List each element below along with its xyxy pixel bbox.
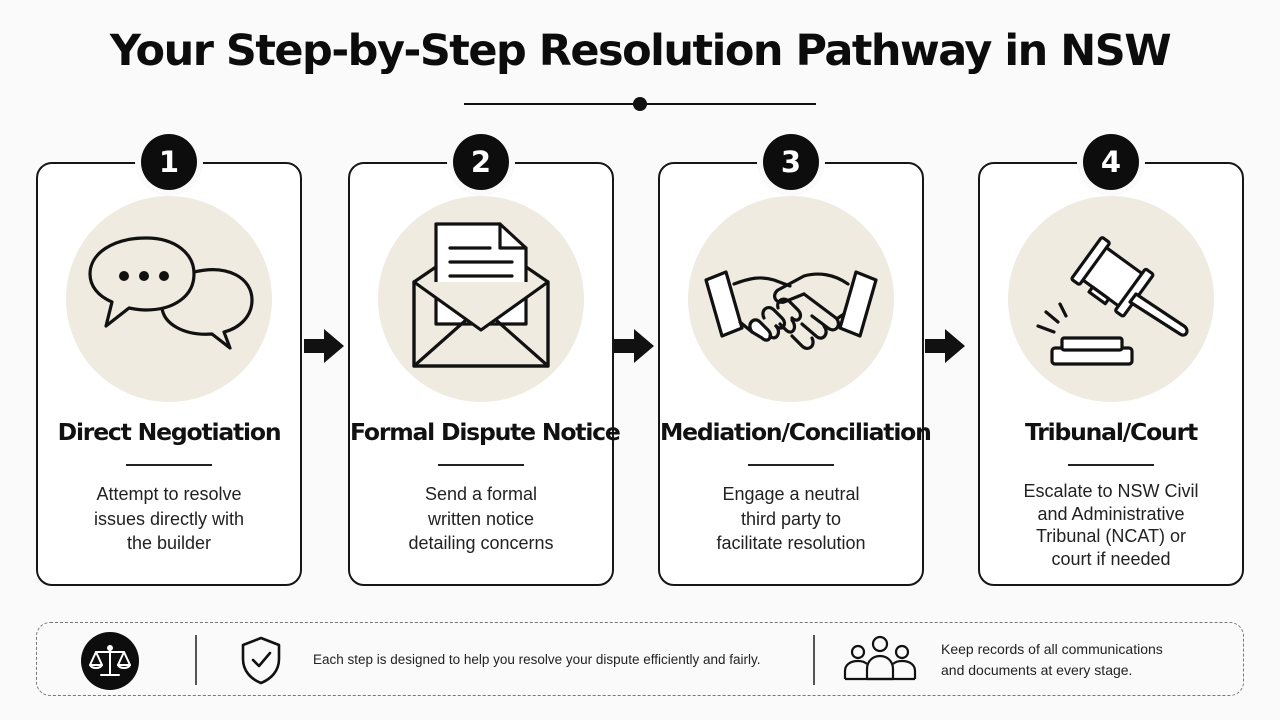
- step-number-badge: 2: [453, 134, 509, 190]
- step-description: Escalate to NSW Civil and Administrative…: [1023, 481, 1199, 569]
- gavel-icon: [1008, 196, 1214, 402]
- footer-note: Each step is designed to help you resolv…: [313, 652, 761, 667]
- step-description: Send a formal written notice detailing c…: [408, 484, 554, 553]
- step-description: Engage a neutral third party to facilita…: [716, 484, 866, 553]
- footer-divider: [195, 635, 197, 685]
- envelope-letter-icon: [378, 196, 584, 402]
- shield-check-icon: [241, 636, 281, 685]
- arrow-right-icon: [925, 329, 965, 363]
- step-title: Mediation/Conciliation: [660, 418, 932, 446]
- footer-records-note: Keep records of all communications and d…: [941, 641, 1163, 678]
- step-description: Attempt to resolve issues directly with …: [93, 484, 245, 553]
- step-number-badge: 3: [763, 134, 819, 190]
- footer-info-bar: Each step is designed to help you resolv…: [36, 622, 1244, 696]
- step-title-divider: [438, 464, 524, 466]
- step-title-divider: [1068, 464, 1154, 466]
- step-number-badge: 1: [141, 134, 197, 190]
- people-icon: [843, 635, 917, 681]
- step-title-divider: [748, 464, 834, 466]
- speech-bubbles-icon: [66, 196, 272, 402]
- page-title: Your Step-by-Step Resolution Pathway in …: [109, 26, 1172, 76]
- step-number-badge: 4: [1083, 134, 1139, 190]
- step-title: Formal Dispute Notice: [350, 418, 621, 446]
- arrow-right-icon: [614, 329, 654, 363]
- step-card-2: 2 Formal Dispute Notice Send a formal wr…: [348, 134, 621, 586]
- step-card-4: 4 Tribunal/Court Escalate to NSW Civil a…: [978, 134, 1244, 586]
- title-divider-dot: [633, 97, 647, 111]
- step-title-divider: [126, 464, 212, 466]
- step-card-1: 1 Direct Negotiation Attempt to resolve …: [36, 134, 302, 586]
- handshake-icon: [688, 196, 894, 402]
- arrow-right-icon: [304, 329, 344, 363]
- step-title: Direct Negotiation: [57, 418, 282, 446]
- step-card-3: 3 Mediation/Conciliation Engage a neutra…: [658, 134, 932, 586]
- step-title: Tribunal/Court: [1024, 418, 1198, 446]
- scales-icon: [81, 632, 139, 690]
- footer-divider: [813, 635, 815, 685]
